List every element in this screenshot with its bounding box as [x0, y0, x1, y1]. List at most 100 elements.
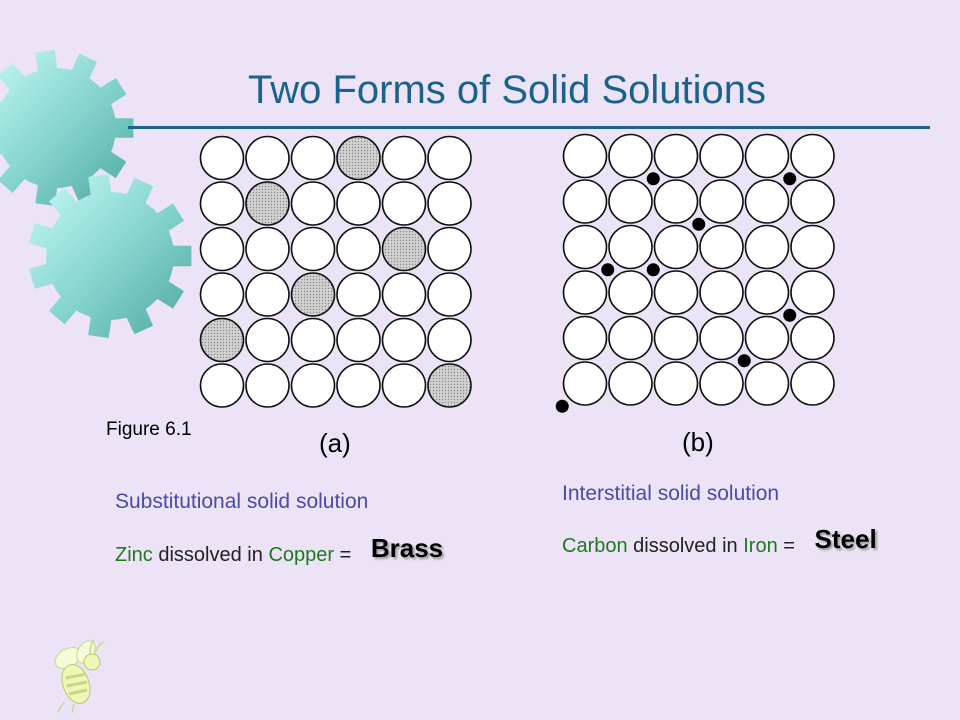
interstitial-atom [692, 218, 705, 231]
host-atom [791, 271, 834, 314]
alloy-result: Steel [815, 524, 877, 554]
host-atom [609, 362, 652, 405]
host-atom [655, 226, 698, 269]
host-atom [609, 135, 652, 178]
host-atom [246, 319, 289, 362]
interstitial-atom [738, 354, 751, 367]
solvent-name: Copper [268, 544, 334, 566]
host-atom [292, 137, 335, 180]
substitutional-atom [246, 182, 289, 225]
solute-name: Carbon [562, 535, 628, 557]
host-atom [655, 135, 698, 178]
host-atom [337, 364, 380, 407]
host-atom [201, 182, 244, 225]
host-atom [746, 180, 789, 223]
interstitial-atom [783, 309, 796, 322]
host-atom [201, 273, 244, 316]
host-atom [383, 137, 426, 180]
host-atom [564, 271, 607, 314]
host-atom [337, 319, 380, 362]
interstitial-lattice-diagram [550, 132, 850, 422]
host-atom [746, 317, 789, 360]
connector-text: dissolved in [158, 544, 263, 566]
host-atom [201, 137, 244, 180]
host-atom [791, 226, 834, 269]
connector-text: dissolved in [633, 535, 738, 557]
host-atom [428, 319, 471, 362]
panel-b-equation: Carbon dissolved in Iron = Steel [562, 528, 877, 559]
host-atom [700, 271, 743, 314]
host-atom [201, 228, 244, 271]
host-atom [655, 362, 698, 405]
substitutional-atom [337, 137, 380, 180]
host-atom [246, 228, 289, 271]
equals-sign: = [783, 535, 795, 557]
host-atom [655, 180, 698, 223]
equals-sign: = [340, 544, 352, 566]
interstitial-atom [556, 400, 569, 413]
host-atom [609, 317, 652, 360]
host-atom [791, 180, 834, 223]
panel-a-equation: Zinc dissolved in Copper = Brass [115, 537, 443, 568]
host-atom [337, 273, 380, 316]
host-atom [609, 226, 652, 269]
solvent-name: Iron [743, 535, 777, 557]
host-atom [700, 135, 743, 178]
host-atom [564, 362, 607, 405]
host-atom [655, 317, 698, 360]
slide-title: Two Forms of Solid Solutions [248, 68, 766, 113]
host-atom [700, 317, 743, 360]
host-atom [428, 273, 471, 316]
host-atom [292, 182, 335, 225]
host-atom [201, 364, 244, 407]
host-atom [746, 135, 789, 178]
host-atom [700, 362, 743, 405]
interstitial-atom [601, 263, 614, 276]
host-atom [655, 271, 698, 314]
host-atom [791, 135, 834, 178]
host-atom [428, 228, 471, 271]
host-atom [564, 180, 607, 223]
panel-b-caption: Interstitial solid solution [562, 482, 779, 506]
host-atom [746, 271, 789, 314]
host-atom [428, 137, 471, 180]
host-atom [700, 226, 743, 269]
panel-a-label: (a) [319, 428, 351, 459]
substitutional-atom [292, 273, 335, 316]
host-atom [791, 362, 834, 405]
host-atom [564, 226, 607, 269]
host-atom [791, 317, 834, 360]
host-atom [337, 228, 380, 271]
panel-b-label: (b) [682, 427, 714, 458]
interstitial-atom [783, 172, 796, 185]
substitutional-atom [383, 228, 426, 271]
host-atom [609, 180, 652, 223]
host-atom [564, 317, 607, 360]
panel-a-caption: Substitutional solid solution [115, 490, 368, 514]
bee-icon [46, 638, 116, 714]
decorative-gears [0, 0, 200, 340]
host-atom [383, 273, 426, 316]
host-atom [383, 182, 426, 225]
host-atom [246, 137, 289, 180]
host-atom [746, 226, 789, 269]
solute-name: Zinc [115, 544, 153, 566]
host-atom [700, 180, 743, 223]
host-atom [383, 319, 426, 362]
host-atom [746, 362, 789, 405]
interstitial-atom [647, 172, 660, 185]
host-atom [337, 182, 380, 225]
host-atom [609, 271, 652, 314]
host-atom [246, 364, 289, 407]
figure-label: Figure 6.1 [106, 419, 192, 441]
gear-icon [0, 50, 133, 206]
host-atom [292, 319, 335, 362]
host-atom [564, 135, 607, 178]
host-atom [428, 182, 471, 225]
interstitial-atom [647, 263, 660, 276]
gear-icon [29, 174, 191, 338]
host-atom [292, 364, 335, 407]
title-divider [128, 126, 930, 129]
substitutional-lattice-diagram [198, 134, 478, 414]
host-atom [246, 273, 289, 316]
